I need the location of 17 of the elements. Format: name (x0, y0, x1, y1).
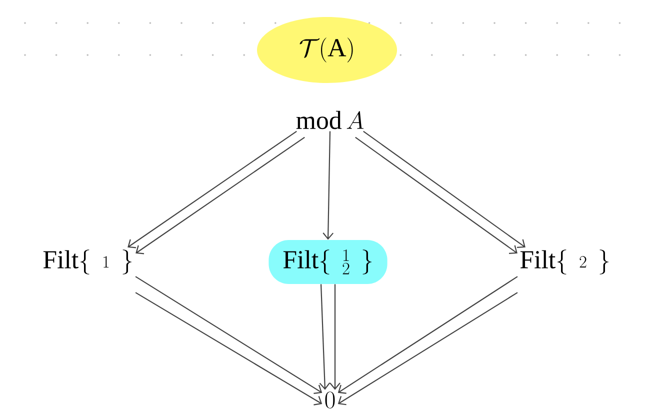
arrow (128, 130, 297, 248)
title: $\mathcal{T}(\mathrm{A})$ (257, 17, 397, 83)
arrow (338, 276, 518, 394)
math-label: $\mathrm{Filt}\{\;\begin{smallmatrix}1\end{smallmatrix}\;\}$ (43, 250, 132, 274)
math-label: $\mathrm{mod}\,A$ (296, 110, 364, 130)
arrow (363, 130, 526, 248)
math-label: $0$ (325, 392, 335, 408)
arrow (330, 284, 340, 390)
math-label: $\mathrm{Filt}\{\;\begin{smallmatrix}2\end{smallmatrix}\;\}$ (520, 250, 609, 274)
highlighted-label: $\mathrm{Filt}\{\;\begin{smallmatrix}1\\2\end{smallmatrix}\;\}$ (268, 240, 388, 284)
arrow (322, 131, 334, 240)
arrow (135, 276, 322, 394)
arrow (319, 284, 330, 390)
arrow (136, 136, 305, 254)
arrow (338, 292, 518, 406)
arrow (135, 292, 322, 406)
arrow (355, 136, 518, 254)
